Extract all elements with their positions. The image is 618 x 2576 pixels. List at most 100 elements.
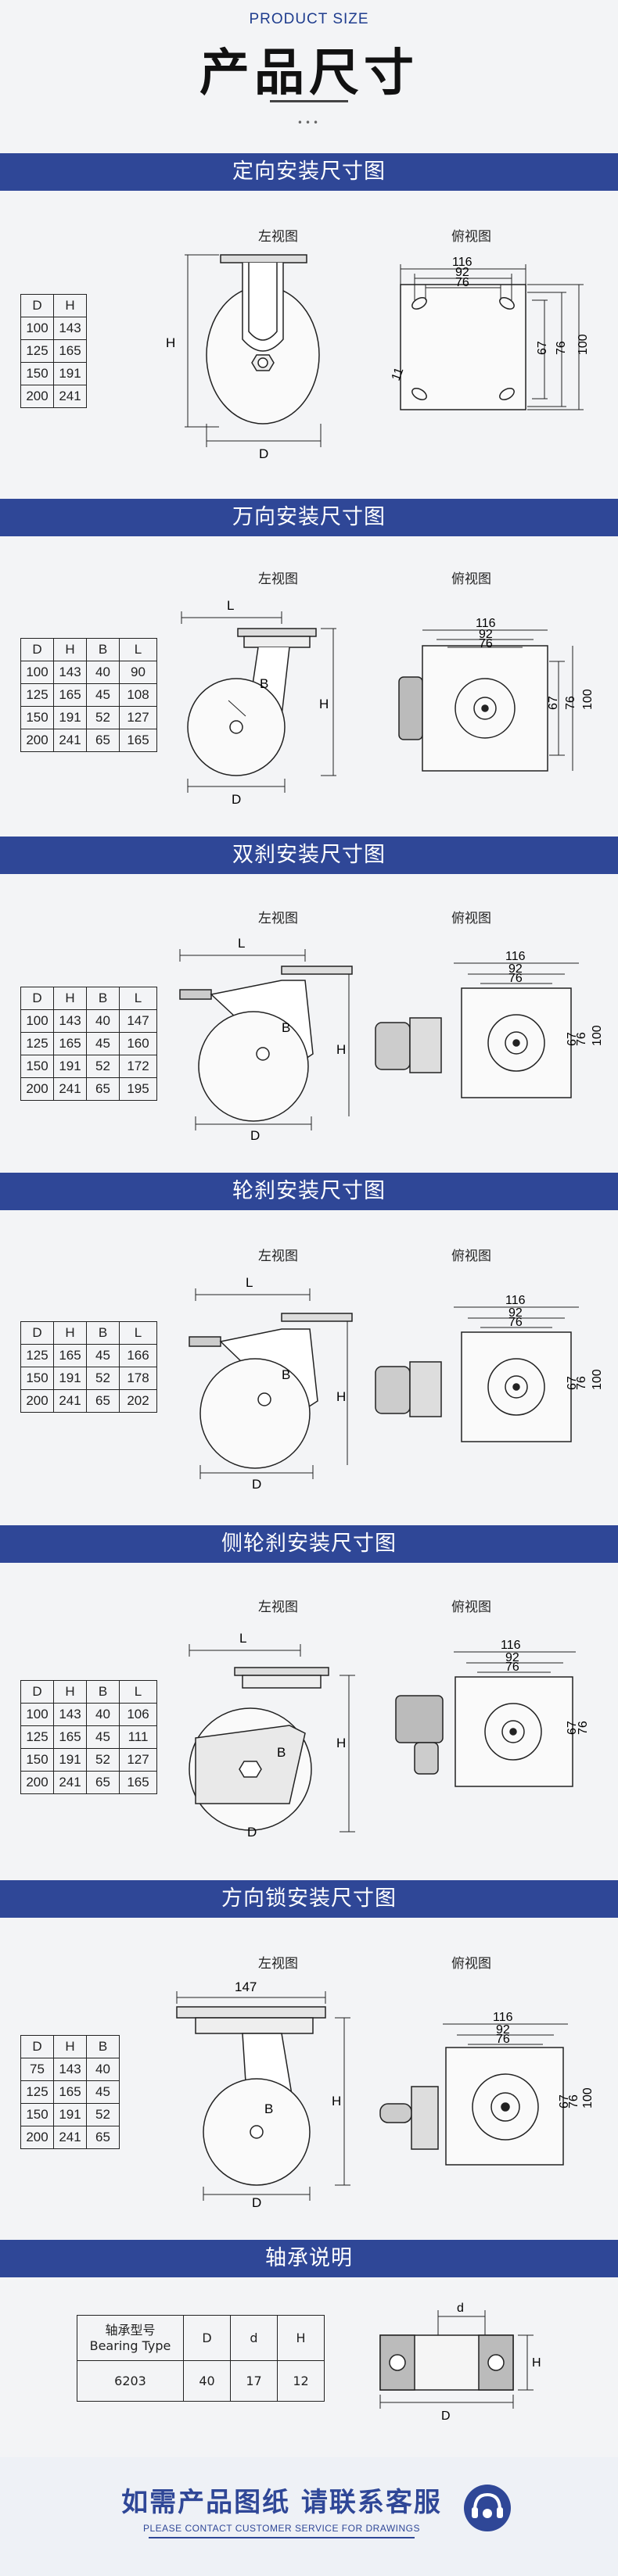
header-title: 产品尺寸 bbox=[199, 45, 419, 102]
left-view-label: 左视图 bbox=[258, 911, 298, 926]
table-cell: 143 bbox=[53, 1703, 87, 1726]
table-header-cell: H bbox=[277, 2315, 325, 2361]
table-cell: 191 bbox=[53, 706, 87, 729]
table-cell: 200 bbox=[20, 1389, 54, 1413]
table-cell: 90 bbox=[119, 661, 157, 684]
caster-side-brake-side-drawing: L B H D bbox=[189, 1631, 355, 1840]
table-cell: 165 bbox=[53, 1032, 87, 1055]
dim-D-label: D bbox=[232, 792, 241, 807]
table-cell: 172 bbox=[119, 1055, 157, 1078]
left-view-label: 左视图 bbox=[258, 571, 298, 587]
table-header-cell: B bbox=[86, 1680, 120, 1704]
header-dots: ••• bbox=[296, 117, 322, 128]
caster-swivel-side-drawing: L B H D bbox=[181, 598, 336, 807]
table-cell: 150 bbox=[20, 706, 54, 729]
dim-100: 100 bbox=[591, 1025, 604, 1046]
table-header-row: D H B L bbox=[20, 987, 157, 1010]
table-cell: 150 bbox=[20, 1055, 54, 1078]
bearing-section-drawing: d H D bbox=[379, 2302, 541, 2423]
dim-76: 76 bbox=[496, 2033, 510, 2046]
caster-double-brake-side-drawing: L B H D bbox=[179, 936, 353, 1143]
dim-L-label: L bbox=[238, 936, 245, 951]
table-header-row: D H B L bbox=[20, 1321, 157, 1345]
left-view-label: 左视图 bbox=[258, 1249, 298, 1264]
table-header-row: 轴承型号 Bearing Type D d H bbox=[77, 2315, 325, 2361]
table-cell: 150 bbox=[20, 1748, 54, 1772]
dim-B-label: B bbox=[264, 2101, 273, 2116]
page-header: PRODUCT SIZE 产品尺寸 ••• bbox=[0, 0, 618, 153]
table-cell: 12 bbox=[277, 2360, 325, 2402]
dim-76: 76 bbox=[505, 1661, 519, 1674]
header-underline bbox=[270, 100, 348, 102]
section-band-fixed: 定向安装尺寸图 bbox=[0, 153, 618, 191]
top-view-label: 俯视图 bbox=[451, 911, 491, 926]
table-cell: 143 bbox=[53, 1009, 87, 1033]
table-cell: 165 bbox=[53, 683, 87, 707]
table-cell: 166 bbox=[119, 1344, 157, 1367]
table-header-cell: L bbox=[119, 1321, 157, 1345]
dim-76-v: 76 bbox=[577, 1721, 590, 1735]
dim-92: 92 bbox=[505, 1651, 519, 1664]
table-cell: 52 bbox=[86, 2103, 120, 2126]
table-cell: 200 bbox=[20, 1077, 54, 1101]
dim-hole: 11 bbox=[390, 366, 407, 383]
table-cell: 241 bbox=[53, 2126, 87, 2149]
bearing-dim-D: D bbox=[441, 2409, 451, 2423]
customer-service-icon[interactable] bbox=[460, 2481, 515, 2535]
bearing-dim-H: H bbox=[532, 2356, 541, 2370]
table-header-cell: H bbox=[53, 1321, 87, 1345]
caster-fixed-top-drawing: 116 92 76 67 76 100 11 bbox=[390, 256, 590, 410]
table-cell: 45 bbox=[86, 2080, 120, 2104]
caster-swivel-top-drawing: 116 92 76 67 76 100 bbox=[398, 617, 595, 772]
table-cell: 100 bbox=[20, 1703, 54, 1726]
table-cell: 52 bbox=[86, 1367, 120, 1390]
dim-D-label: D bbox=[252, 2195, 261, 2210]
table-cell: 40 bbox=[86, 2058, 120, 2081]
dim-67: 67 bbox=[547, 696, 560, 710]
footer-divider bbox=[149, 2537, 415, 2538]
table-cell: 202 bbox=[119, 1389, 157, 1413]
dim-116: 116 bbox=[501, 1639, 521, 1652]
dim-76-v: 76 bbox=[575, 1376, 588, 1390]
table-header-cell: H bbox=[53, 2035, 87, 2058]
table-cell: 200 bbox=[20, 385, 54, 408]
dim-100: 100 bbox=[581, 689, 595, 710]
dim-B-label: B bbox=[277, 1745, 286, 1760]
table-cell: 100 bbox=[20, 317, 54, 340]
section-band-bearing: 轴承说明 bbox=[0, 2240, 618, 2277]
top-view-label: 俯视图 bbox=[451, 1956, 491, 1972]
dim-92: 92 bbox=[508, 1306, 523, 1320]
left-view-label: 左视图 bbox=[258, 229, 298, 245]
dim-76: 76 bbox=[479, 637, 493, 650]
table-cell: 17 bbox=[230, 2360, 278, 2402]
dim-92: 92 bbox=[455, 266, 469, 279]
dim-H-label: H bbox=[336, 1042, 346, 1057]
table-cell: 165 bbox=[53, 1725, 87, 1749]
table-header-cell: D bbox=[20, 1680, 54, 1704]
dim-H-label: H bbox=[336, 1389, 346, 1404]
bearing-type-header-cn: 轴承型号 bbox=[105, 2323, 156, 2338]
table-cell: 165 bbox=[53, 339, 87, 363]
table-cell: 111 bbox=[119, 1725, 157, 1749]
table-cell: 100 bbox=[20, 661, 54, 684]
table-header-row: D H B L bbox=[20, 1680, 157, 1704]
table-cell: 125 bbox=[20, 339, 54, 363]
table-cell: 125 bbox=[20, 1344, 54, 1367]
table-cell: 241 bbox=[53, 385, 87, 408]
